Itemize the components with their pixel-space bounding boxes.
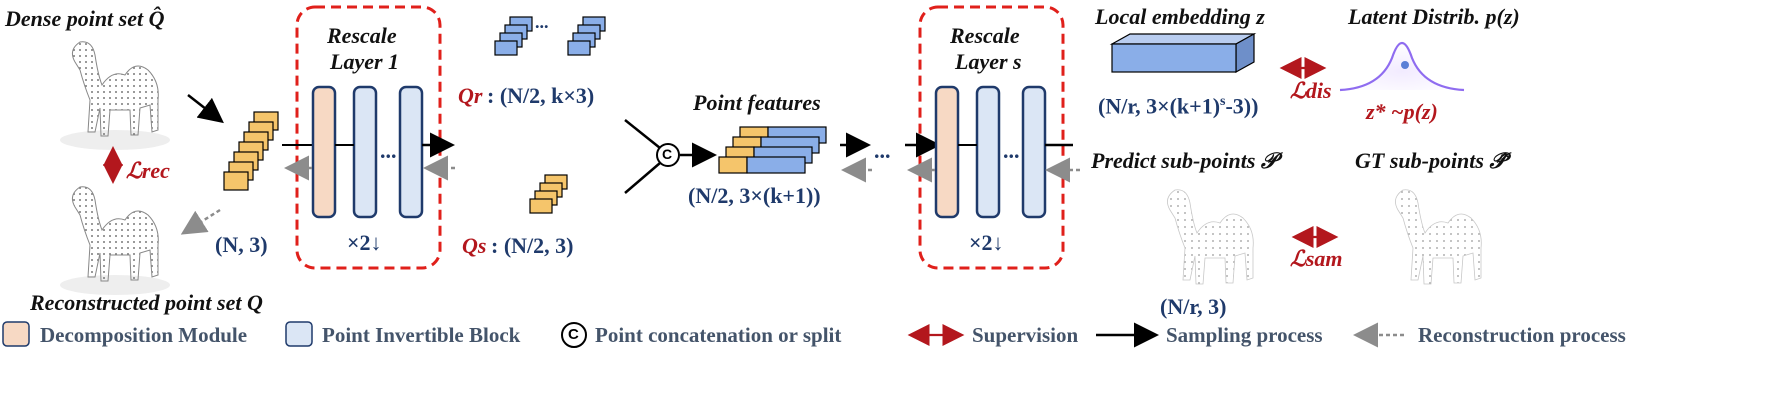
qr-feature-stacks [494, 16, 606, 56]
concat-label: C [662, 146, 673, 162]
recon-set-label: Reconstructed point set Q [30, 290, 263, 315]
qr-symbol: Qr [458, 83, 483, 108]
legend-invertible: Point Invertible Block [322, 323, 521, 347]
input-feature-stack [223, 111, 279, 191]
l-rec-label: ℒrec [126, 158, 170, 183]
middle-dots: ... [874, 138, 891, 163]
invertible-block-sb [1021, 85, 1047, 219]
rescale-layer-s-box [918, 5, 1065, 270]
local-embedding-label: Local embedding z [1095, 4, 1265, 29]
l-sam-label: ℒsam [1290, 246, 1343, 271]
legend-invertible-swatch [285, 321, 313, 347]
l-dis-label: ℒdis [1290, 78, 1332, 103]
decomposition-block-1 [311, 85, 337, 219]
rescale-s-down: ×2↓ [969, 230, 1004, 255]
output-arrow [180, 208, 221, 235]
point-features-label: Point features [693, 90, 821, 115]
qs-feature-stack [529, 174, 568, 214]
legend-decomposition: Decomposition Module [40, 323, 248, 347]
le-shape-sup: s [1220, 94, 1226, 109]
rescale1-down: ×2↓ [347, 230, 382, 255]
invertible-block-sa [975, 85, 1001, 219]
latent-gaussian [1339, 41, 1465, 92]
concat-line-top [624, 119, 661, 149]
camel-gt-image [1395, 189, 1482, 285]
pf-shape: (N/2, 3×(k+1)) [688, 183, 821, 208]
qs-shape: : (N/2, 3) [491, 233, 574, 258]
camel-recon-image [60, 186, 170, 295]
legend-supervision: Supervision [972, 323, 1079, 347]
qr-stack-dots: ... [535, 12, 549, 32]
n3-label: (N, 3) [215, 232, 268, 257]
nr3-label: (N/r, 3) [1160, 294, 1227, 319]
block-dots-1: ... [380, 138, 397, 163]
legend-reconstruction: Reconstruction process [1418, 323, 1626, 347]
camel-predict-image [1167, 189, 1254, 285]
legend-decomp-swatch [2, 321, 30, 347]
block-dots-s: ... [1003, 138, 1020, 163]
z-sample-label: z* ~p(z) [1366, 99, 1438, 124]
qr-shape: : (N/2, k×3) [487, 83, 595, 108]
rescale-s-title-2: Layer s [955, 49, 1022, 74]
point-features-stack [718, 126, 827, 174]
le-shape: (N/r, 3×(k+1)s-3)) [1098, 93, 1259, 119]
concat-circle [656, 143, 680, 167]
concat-line-bottom [624, 162, 661, 194]
invertible-block-1b [398, 85, 424, 219]
gt-sub-label: GT sub-points 𝒫̂ [1355, 148, 1506, 173]
rescale-s-title-1: Rescale [950, 23, 1020, 48]
legend-sampling: Sampling process [1166, 323, 1323, 347]
rescale1-title-1: Rescale [327, 23, 397, 48]
camel-dense-image [60, 41, 170, 150]
legend-concat-circle [561, 322, 587, 348]
invertible-block-1a [352, 85, 378, 219]
local-embedding-prism [1109, 32, 1257, 74]
decomposition-block-s [934, 85, 960, 219]
legend-concat: Point concatenation or split [595, 323, 842, 347]
dense-set-label: Dense point set Q̂ [5, 6, 165, 31]
predict-sub-label: Predict sub-points 𝒫 [1091, 148, 1277, 173]
latent-label: Latent Distrib. p(z) [1348, 4, 1520, 29]
qs-symbol: Qs [462, 233, 487, 258]
input-arrow [187, 94, 224, 124]
legend-concat-symbol: C [568, 326, 579, 343]
rescale1-title-2: Layer 1 [330, 49, 400, 74]
